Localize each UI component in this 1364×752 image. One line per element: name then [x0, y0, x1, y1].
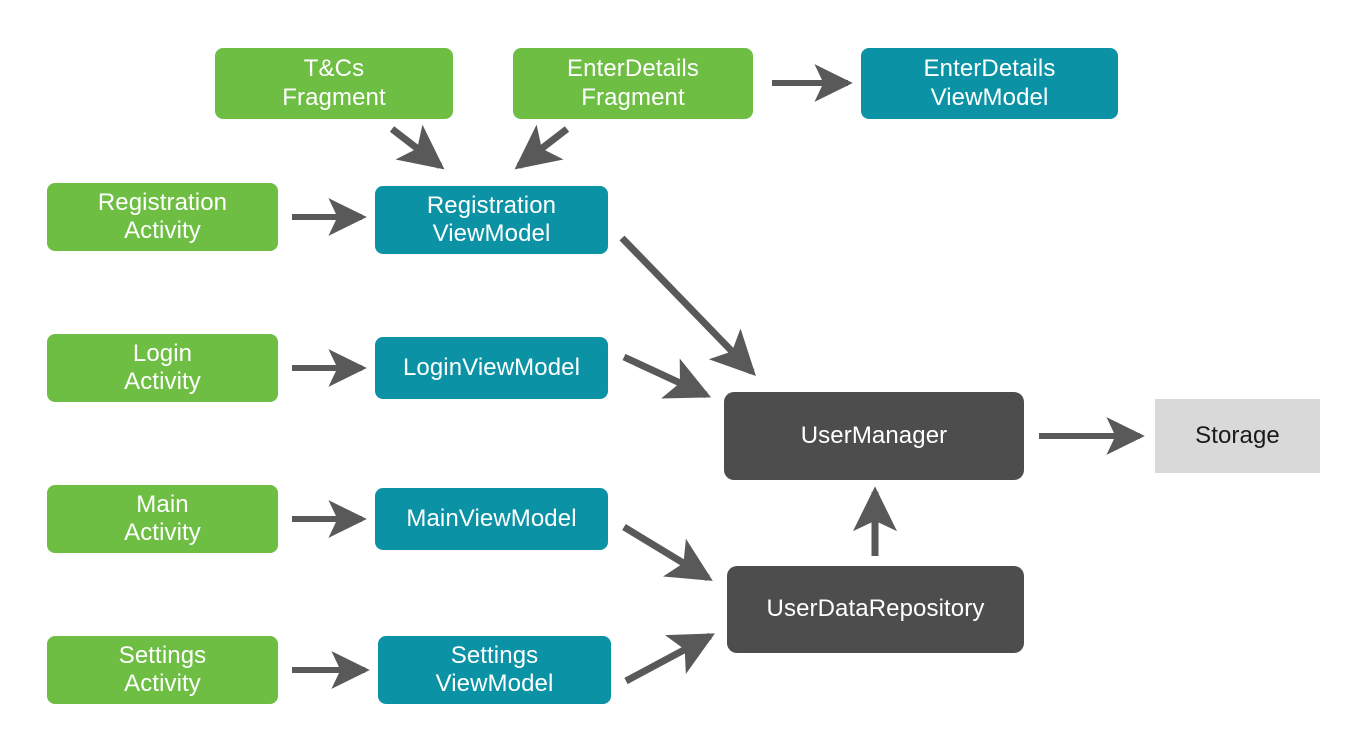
node-settings-viewmodel[interactable]: Settings ViewModel [378, 636, 611, 704]
node-registration-viewmodel[interactable]: Registration ViewModel [375, 186, 608, 254]
edge-tcs-to-registration-vm [389, 124, 445, 170]
node-enterdetails-fragment[interactable]: EnterDetails Fragment [513, 48, 753, 119]
node-user-data-repository[interactable]: UserDataRepository [727, 566, 1024, 653]
node-tcs-fragment[interactable]: T&Cs Fragment [215, 48, 453, 119]
node-login-activity[interactable]: Login Activity [47, 334, 278, 402]
node-storage[interactable]: Storage [1155, 399, 1320, 473]
edge-login-vm-to-user-manager [622, 353, 712, 399]
node-enterdetails-viewmodel[interactable]: EnterDetails ViewModel [861, 48, 1118, 119]
node-main-viewmodel[interactable]: MainViewModel [375, 488, 608, 550]
node-main-activity[interactable]: Main Activity [47, 485, 278, 553]
edge-main-vm-to-repository [622, 524, 713, 581]
node-settings-activity[interactable]: Settings Activity [47, 636, 278, 704]
node-user-manager[interactable]: UserManager [724, 392, 1024, 480]
node-login-viewmodel[interactable]: LoginViewModel [375, 337, 608, 399]
edge-settings-vm-to-repository [624, 632, 715, 685]
edge-enterdetails-fragment-to-registration-vm [514, 124, 570, 170]
edge-registration-vm-to-user-manager [619, 235, 756, 377]
node-registration-activity[interactable]: Registration Activity [47, 183, 278, 251]
